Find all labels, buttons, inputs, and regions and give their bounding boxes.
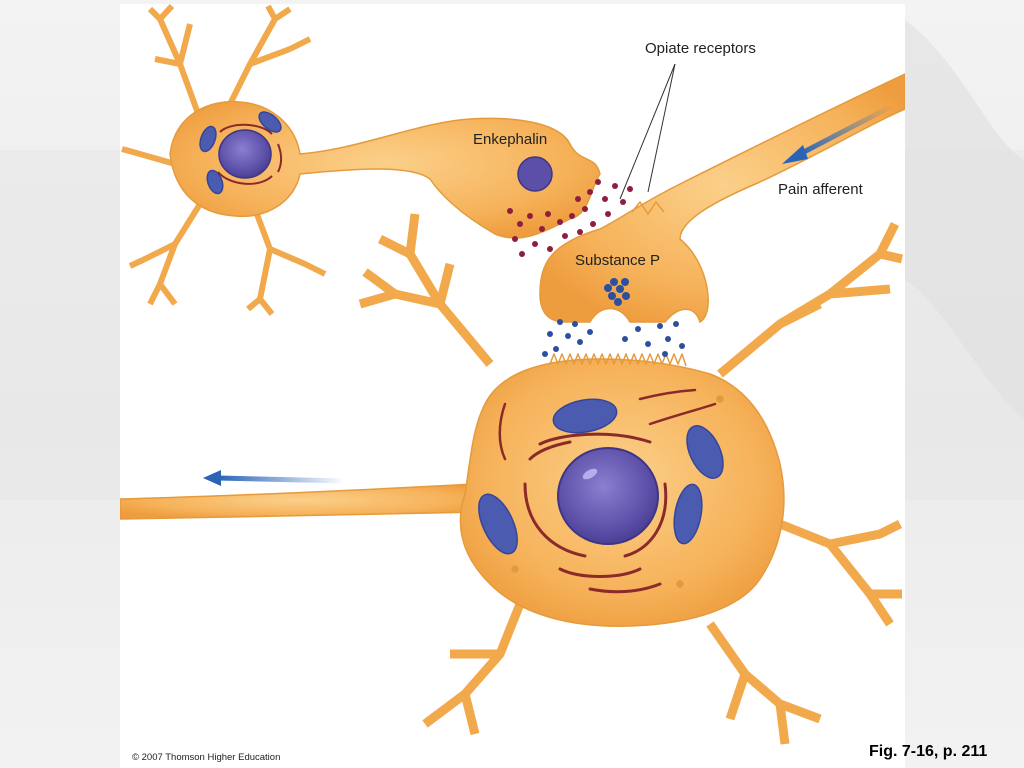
- copyright-notice: © 2007 Thomson Higher Education: [132, 752, 281, 763]
- postsynaptic-neuron: [120, 213, 903, 745]
- neuron-synapse-diagram: [120, 4, 905, 745]
- substance-p-molecules: [542, 319, 685, 357]
- label-opiate-receptors: Opiate receptors: [645, 40, 756, 57]
- pain-afferent-neuron: [539, 73, 905, 324]
- pain-afferent-arrow: [782, 103, 894, 164]
- enkephalin-interneuron: [121, 4, 601, 316]
- opiate-receptor-pointers: [619, 63, 676, 200]
- enkephalin-molecules: [507, 179, 633, 257]
- label-enkephalin: Enkephalin: [473, 131, 548, 148]
- figure-reference: Fig. 7-16, p. 211: [869, 743, 988, 760]
- figure-panel: Opiate receptors Enkephalin Substance P …: [120, 4, 905, 768]
- output-axon-arrow: [203, 470, 346, 486]
- substance-p-vesicle: [604, 278, 630, 306]
- label-substance-p: Substance P: [575, 252, 661, 269]
- label-pain-afferent: Pain afferent: [778, 181, 863, 198]
